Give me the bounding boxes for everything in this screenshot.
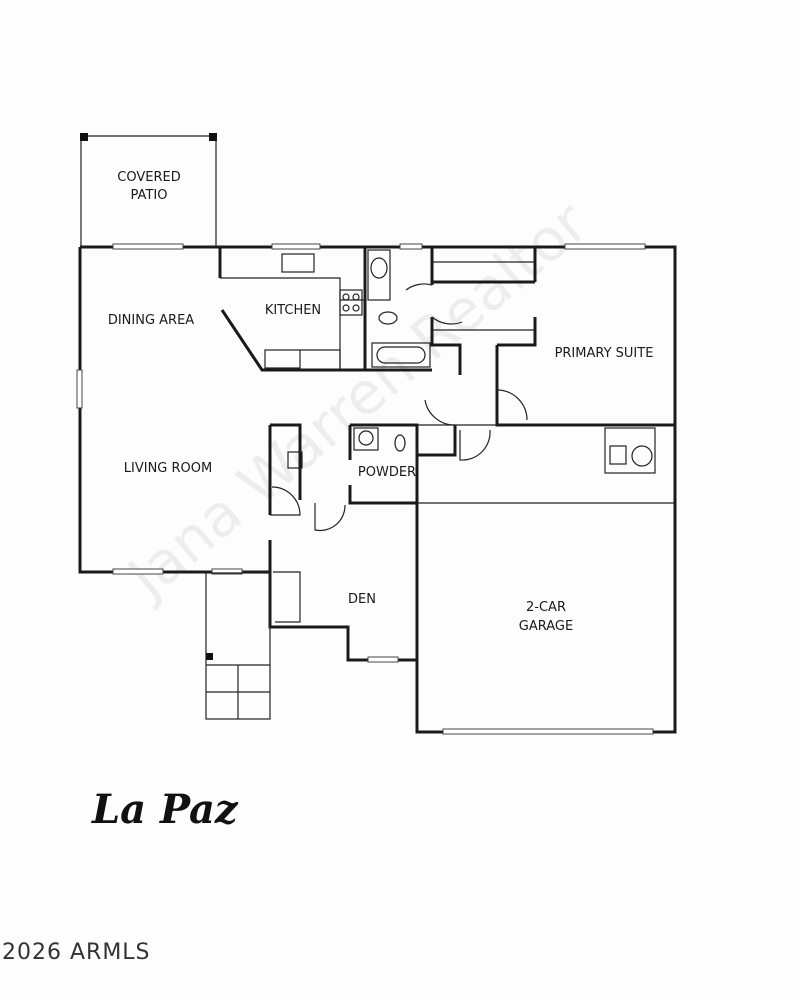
- room-label-dining-area: DINING AREA: [108, 313, 194, 328]
- room-label-primary-suite: PRIMARY SUITE: [555, 346, 654, 361]
- room-label-living-room: LIVING ROOM: [124, 461, 212, 476]
- room-label-den: DEN: [348, 592, 376, 607]
- covered-patio: [80, 133, 217, 247]
- copyright: 2026 ARMLS: [2, 940, 151, 965]
- room-label-kitchen: KITCHEN: [265, 303, 321, 318]
- windows: [76, 243, 654, 735]
- room-label-covered-patio-1: COVERED: [117, 170, 180, 185]
- interior-walls: [218, 247, 675, 515]
- room-label-garage-1: 2-CAR: [526, 600, 566, 615]
- room-label-powder: POWDER: [358, 465, 416, 480]
- watermark: Jana Warren Realtor: [113, 188, 600, 612]
- room-label-covered-patio-2: PATIO: [131, 188, 168, 203]
- plan-name: La Paz: [92, 786, 238, 833]
- fixtures: [205, 249, 656, 720]
- room-label-garage-2: GARAGE: [519, 619, 573, 634]
